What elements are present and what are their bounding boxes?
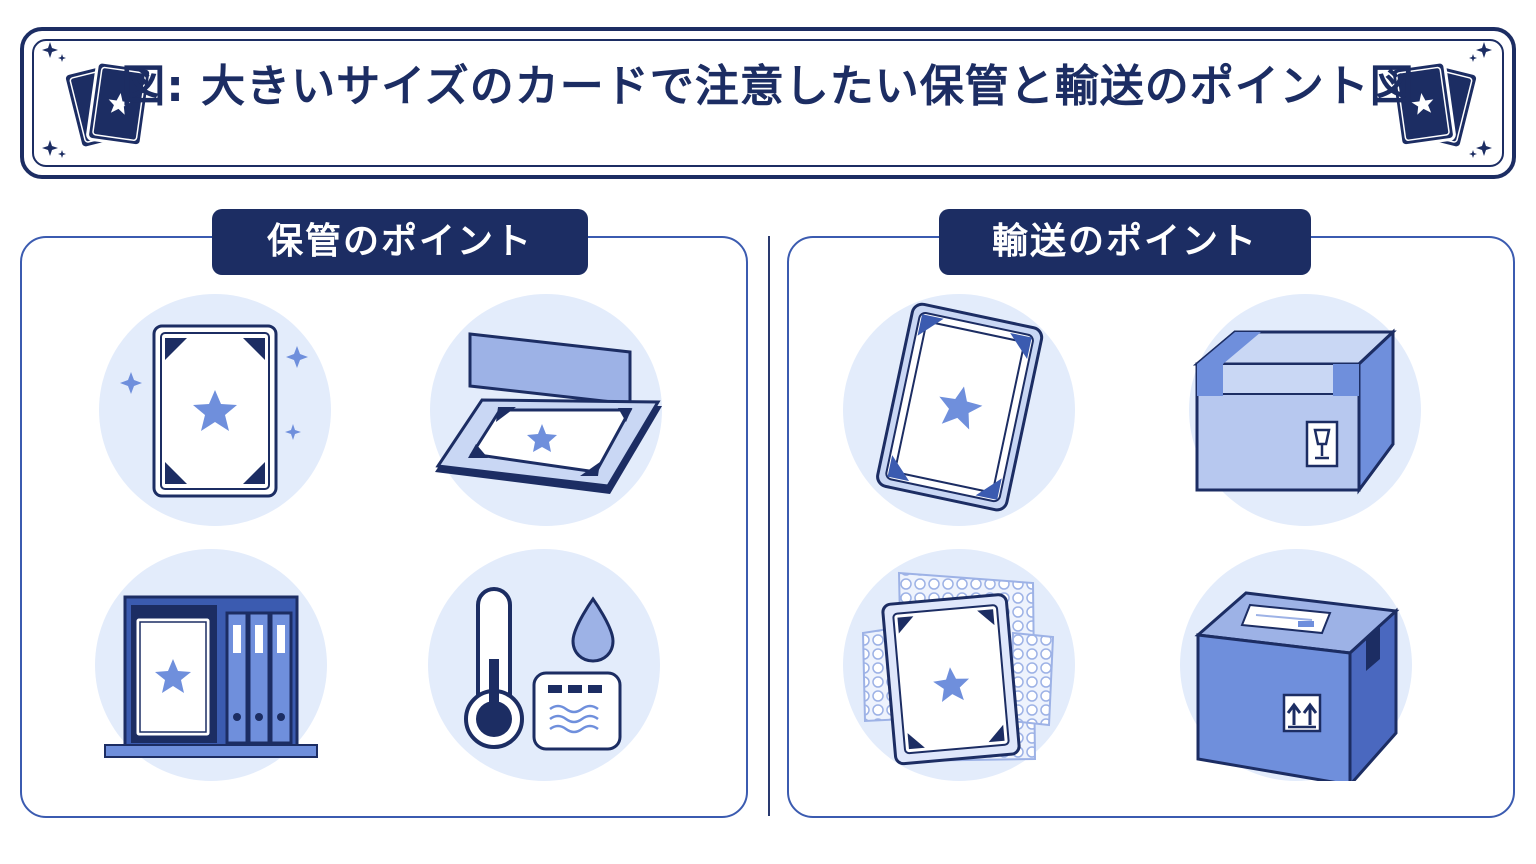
storage-item-4 <box>428 549 660 781</box>
shipping-box-icon <box>1194 591 1400 781</box>
taped-box-icon <box>1192 328 1397 495</box>
storage-section-label: 保管のポイント <box>212 209 588 275</box>
card-pair-icon <box>63 60 153 149</box>
storage-item-2 <box>430 294 662 526</box>
card-pair-icon <box>1389 60 1479 149</box>
card-holder-folder-icon <box>435 332 662 494</box>
section-divider <box>768 236 770 816</box>
card-in-toploader-icon <box>876 302 1044 512</box>
sparkle-icon <box>1469 42 1492 62</box>
title-banner-inner-border <box>32 39 1504 167</box>
bubble-wrap-card-icon <box>861 571 1055 766</box>
storage-item-3 <box>95 549 327 781</box>
thermometer-humidity-icon <box>464 587 622 751</box>
sparkle-icon <box>1469 140 1492 158</box>
transport-item-2 <box>1189 294 1421 526</box>
title-banner <box>20 27 1516 179</box>
sparkle-icon <box>42 42 66 62</box>
corner-protected-card-icon <box>120 324 308 498</box>
transport-item-4 <box>1180 549 1412 781</box>
card-binder-shelf-icon <box>104 595 318 758</box>
page-title: 図: 大きいサイズのカードで注意したい保管と輸送のポイント図 <box>121 61 1415 112</box>
transport-section-label: 輸送のポイント <box>939 209 1311 275</box>
transport-item-1 <box>843 294 1075 526</box>
storage-item-1 <box>99 294 331 526</box>
transport-item-3 <box>843 549 1075 781</box>
sparkle-icon <box>42 140 66 158</box>
